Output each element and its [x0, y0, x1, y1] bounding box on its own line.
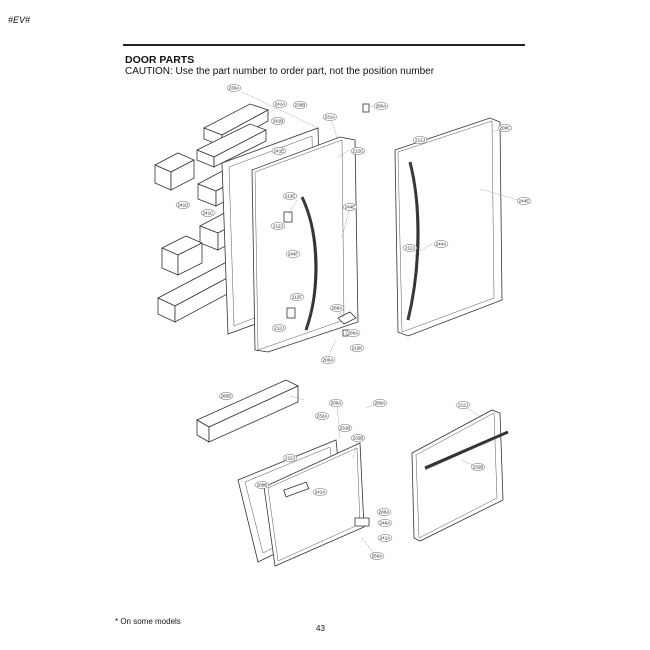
svg-text:212F: 212F	[292, 295, 303, 300]
svg-text:244A: 244A	[436, 242, 448, 247]
page-number: 43	[316, 624, 325, 633]
svg-text:231B: 231B	[340, 426, 351, 431]
svg-text:212E: 212E	[285, 194, 296, 199]
svg-text:280A: 280A	[376, 104, 388, 109]
callout-tag: 212G	[350, 147, 366, 155]
callout-tag: 212J	[455, 401, 471, 409]
callout-tag: 241A	[272, 100, 288, 108]
callout-tag: 241D	[175, 201, 191, 209]
svg-text:212J: 212J	[274, 326, 284, 331]
callout-tag: 241C	[200, 209, 216, 217]
callout-tag: 230A	[226, 84, 242, 92]
svg-text:280D: 280D	[221, 394, 233, 399]
svg-text:212J: 212J	[273, 224, 283, 229]
svg-text:200B: 200B	[257, 483, 268, 488]
svg-text:280A: 280A	[379, 510, 391, 515]
callout-tag: 232B	[350, 434, 366, 442]
svg-text:241A: 241A	[315, 490, 327, 495]
svg-text:200A: 200A	[323, 358, 335, 363]
callout-tags: 230A 241A 230B 241B 231A 280A 241E 212G …	[175, 84, 532, 560]
svg-text:232B: 232B	[473, 465, 484, 470]
callout-tag: 241B	[270, 117, 286, 125]
callout-tag: 280A	[373, 102, 389, 110]
callout-tag: 212F	[289, 293, 305, 301]
callout-tag: 232B	[470, 463, 486, 471]
svg-text:250A: 250A	[372, 554, 384, 559]
svg-text:241D: 241D	[178, 203, 190, 208]
callout-tag: 212K	[349, 344, 365, 352]
document-code: #EV#	[8, 15, 31, 25]
callout-tag: 230B	[292, 101, 308, 109]
callout-tag: 212J	[412, 136, 428, 144]
svg-text:212J: 212J	[285, 456, 295, 461]
callout-tag: 241A	[312, 488, 328, 496]
callout-tag: 246A	[377, 519, 393, 527]
callout-tag: 280A	[376, 508, 392, 516]
svg-text:244E: 244E	[519, 199, 530, 204]
callout-tag: 241A	[377, 534, 393, 542]
svg-text:212J: 212J	[415, 138, 425, 143]
right-door-panel	[394, 117, 503, 337]
callout-tag: 244E	[516, 197, 532, 205]
callout-tag: 200C	[497, 124, 513, 132]
callout-tag: 212J	[271, 324, 287, 332]
freezer-door-panel	[263, 442, 370, 567]
drawer-front-panel	[411, 409, 509, 542]
svg-text:200A: 200A	[331, 401, 343, 406]
door-basket-left-lower	[161, 235, 203, 276]
svg-text:212J: 212J	[458, 403, 468, 408]
svg-text:280A: 280A	[348, 331, 360, 336]
footnote: * On some models	[115, 617, 181, 626]
section-title: DOOR PARTS	[125, 54, 195, 66]
svg-text:280A: 280A	[375, 401, 387, 406]
svg-text:212G: 212G	[352, 149, 364, 154]
callout-tag: 212J	[270, 222, 286, 230]
door-bin-second	[196, 123, 267, 168]
callout-tag: 250A	[369, 552, 385, 560]
callout-tag: 280A	[372, 399, 388, 407]
callout-tag: 231B	[337, 424, 353, 432]
callout-tag: 212J	[282, 454, 298, 462]
callout-tag: 280A	[329, 304, 345, 312]
svg-text:241C: 241C	[203, 211, 215, 216]
svg-text:212J: 212J	[405, 246, 415, 251]
callout-tag: 244E	[342, 203, 358, 211]
svg-text:231A: 231A	[325, 115, 337, 120]
svg-text:241A: 241A	[275, 102, 287, 107]
callout-tag: 200A	[320, 356, 336, 364]
door-basket-left-upper	[154, 152, 195, 191]
svg-text:244F: 244F	[288, 252, 299, 257]
callout-tag: 241E	[271, 147, 287, 155]
callout-tag: 244A	[433, 240, 449, 248]
callout-tag: 280A	[345, 329, 361, 337]
svg-text:230A: 230A	[229, 86, 241, 91]
callout-tag: 232A	[314, 412, 330, 420]
callout-tag: 212J	[402, 244, 418, 252]
svg-text:200C: 200C	[500, 126, 512, 131]
svg-text:241E: 241E	[274, 149, 285, 154]
svg-text:244E: 244E	[345, 205, 356, 210]
svg-text:246A: 246A	[380, 521, 392, 526]
callout-tag: 231A	[322, 113, 338, 121]
svg-text:241B: 241B	[273, 119, 284, 124]
svg-text:232B: 232B	[353, 436, 364, 441]
svg-text:232A: 232A	[317, 414, 329, 419]
callout-tag: 200A	[328, 399, 344, 407]
svg-text:212K: 212K	[352, 346, 364, 351]
svg-text:241A: 241A	[380, 536, 392, 541]
svg-text:280A: 280A	[332, 306, 344, 311]
callout-tag: 200B	[254, 481, 270, 489]
callout-tag: 212E	[282, 192, 298, 200]
callout-tag: 280D	[218, 392, 234, 400]
freezer-bin	[196, 379, 299, 443]
caution-note: CAUTION: Use the part number to order pa…	[125, 66, 435, 77]
callout-tag: 244F	[285, 250, 301, 258]
section-rule	[123, 44, 525, 46]
left-door-panel	[251, 136, 359, 353]
svg-text:230B: 230B	[295, 103, 306, 108]
